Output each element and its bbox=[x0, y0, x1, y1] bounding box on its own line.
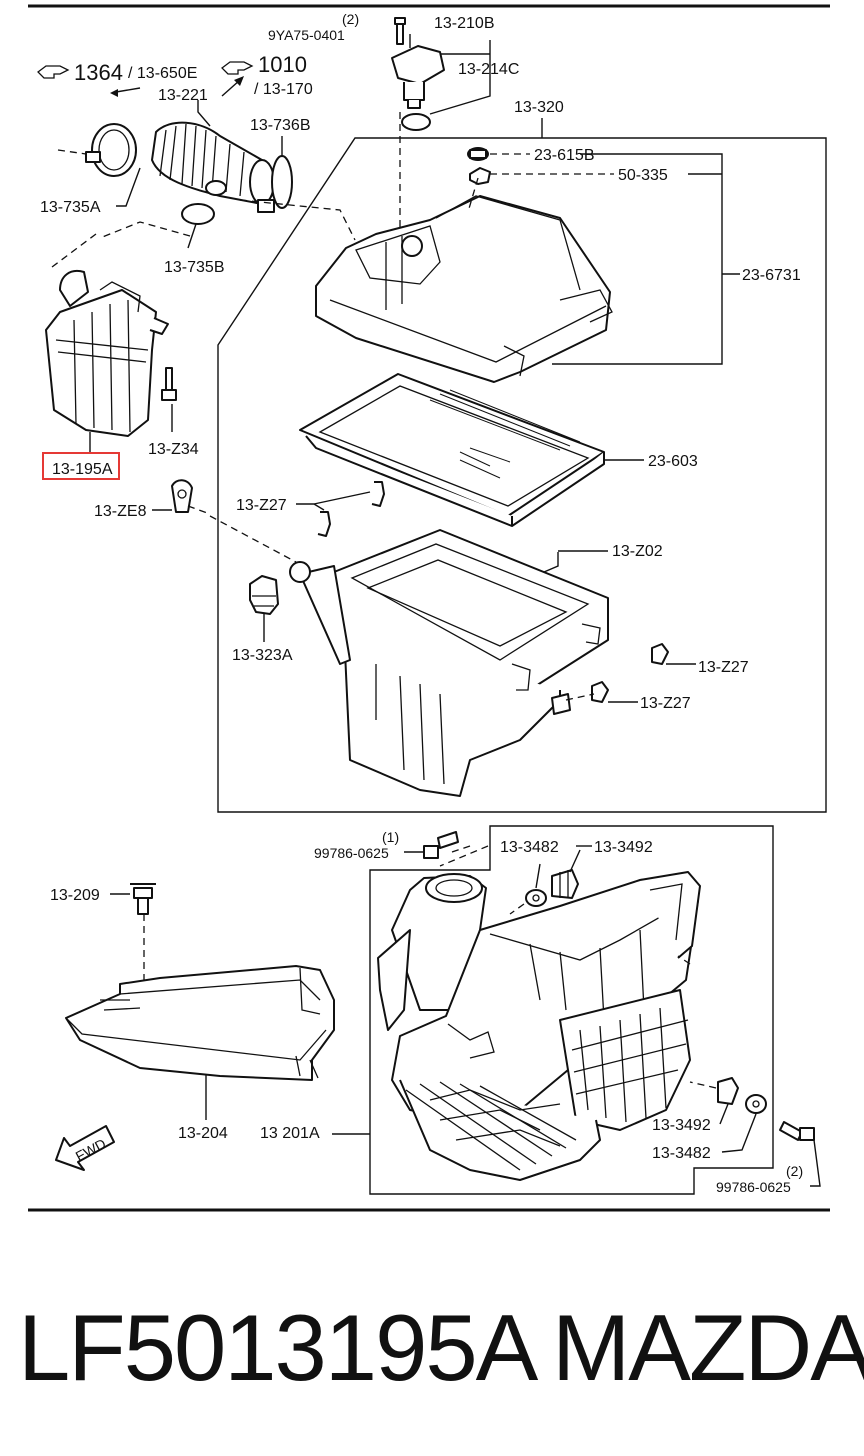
label-ref-1010: 1010 bbox=[258, 52, 307, 77]
brand-name: MAZDA bbox=[552, 1295, 864, 1400]
label-clip-z27-c: 13-Z27 bbox=[640, 695, 691, 712]
label-clip-ze8: 13-ZE8 bbox=[94, 503, 147, 520]
label-ref-170: / 13-170 bbox=[254, 81, 313, 98]
lower-intake-duct-icon bbox=[377, 871, 701, 1181]
hand-pointer-icon bbox=[37, 65, 70, 79]
label-clip-z27-a: 13-Z27 bbox=[236, 497, 287, 514]
bolt-mid-icon bbox=[423, 831, 459, 859]
clip-z27-right-b-icon bbox=[591, 681, 609, 703]
label-grommet-615b: 23-615B bbox=[534, 147, 595, 164]
label-insulator-3492-b: 13-3492 bbox=[652, 1117, 711, 1134]
label-filter: 23-603 bbox=[648, 453, 698, 470]
label-sensor-c: 13-214C bbox=[458, 61, 519, 78]
insulator-3482a-icon bbox=[525, 889, 547, 907]
label-hose: 13-221 bbox=[158, 87, 208, 104]
label-bolt-z34: 13-Z34 bbox=[148, 441, 199, 458]
label-qty-bolt-bottom: (2) bbox=[786, 1163, 803, 1179]
bolt-z34-icon bbox=[161, 367, 177, 401]
label-assembly-6731: 23-6731 bbox=[742, 267, 801, 284]
label-case-lower: 13-Z02 bbox=[612, 543, 663, 560]
label-mount-323a: 13-323A bbox=[232, 647, 293, 664]
grommet-icon bbox=[467, 147, 489, 161]
label-insulator-3492-a: 13-3492 bbox=[594, 839, 653, 856]
clamp-735b-icon bbox=[181, 180, 227, 225]
label-clamp-736b: 13-736B bbox=[250, 117, 311, 134]
label-ref-650e: / 13-650E bbox=[128, 65, 197, 82]
insulator-3482b-icon bbox=[745, 1094, 767, 1114]
label-clamp-735b: 13-735B bbox=[164, 259, 225, 276]
clamp-735a-icon bbox=[85, 123, 137, 177]
clip-ze8-icon bbox=[171, 479, 193, 513]
label-bolt-bottom: 99786-0625 bbox=[716, 1179, 791, 1195]
lower-duct-icon bbox=[65, 965, 335, 1081]
label-bolt-top: 9YA75-0401 bbox=[268, 27, 345, 43]
label-nut-335: 50-335 bbox=[618, 167, 668, 184]
upper-assembly-frame bbox=[217, 137, 827, 813]
label-qty-bolt-top: (2) bbox=[342, 11, 359, 27]
insulator-3492b-icon bbox=[717, 1077, 739, 1105]
label-qty-bolt-mid: (1) bbox=[382, 829, 399, 845]
fwd-arrow-icon bbox=[55, 1125, 115, 1171]
label-ref-1364: 1364 bbox=[74, 60, 123, 85]
label-push-clip: 13-209 bbox=[50, 887, 100, 904]
sensor-o-ring-icon bbox=[401, 113, 431, 131]
clip-z27-right-a-icon bbox=[651, 643, 669, 665]
highlight-box bbox=[42, 452, 120, 480]
air-filter-icon bbox=[299, 373, 605, 527]
label-clamp-735a: 13-735A bbox=[40, 199, 101, 216]
upper-cover-icon bbox=[315, 195, 613, 383]
label-duct-201a: 13 201A bbox=[260, 1125, 320, 1142]
part-number: LF5013195A bbox=[18, 1295, 538, 1400]
resonator-icon bbox=[45, 270, 169, 437]
label-sensor-b: 13-210B bbox=[434, 15, 495, 32]
label-cover-upper: 13-320 bbox=[514, 99, 564, 116]
bolt-top-icon bbox=[394, 17, 406, 45]
lower-assembly-frame bbox=[369, 825, 774, 1195]
air-flow-sensor-icon bbox=[391, 45, 445, 109]
label-insulator-3482-b: 13-3482 bbox=[652, 1145, 711, 1162]
label-resonator: 13-195A bbox=[52, 461, 113, 478]
label-duct-lower: 13-204 bbox=[178, 1125, 228, 1142]
label-clip-z27-b: 13-Z27 bbox=[698, 659, 749, 676]
label-insulator-3482-a: 13-3482 bbox=[500, 839, 559, 856]
lower-case-icon bbox=[289, 529, 609, 797]
nut-335-icon bbox=[469, 167, 491, 185]
mount-323a-icon bbox=[249, 575, 279, 615]
label-bolt-mid: 99786-0625 bbox=[314, 845, 389, 861]
clip-z27-pair-icon bbox=[317, 481, 385, 537]
push-clip-icon bbox=[130, 883, 156, 915]
bolt-bottom-icon bbox=[779, 1121, 815, 1141]
insulator-3492a-icon bbox=[551, 869, 579, 899]
hand-pointer-icon-2 bbox=[221, 61, 254, 75]
